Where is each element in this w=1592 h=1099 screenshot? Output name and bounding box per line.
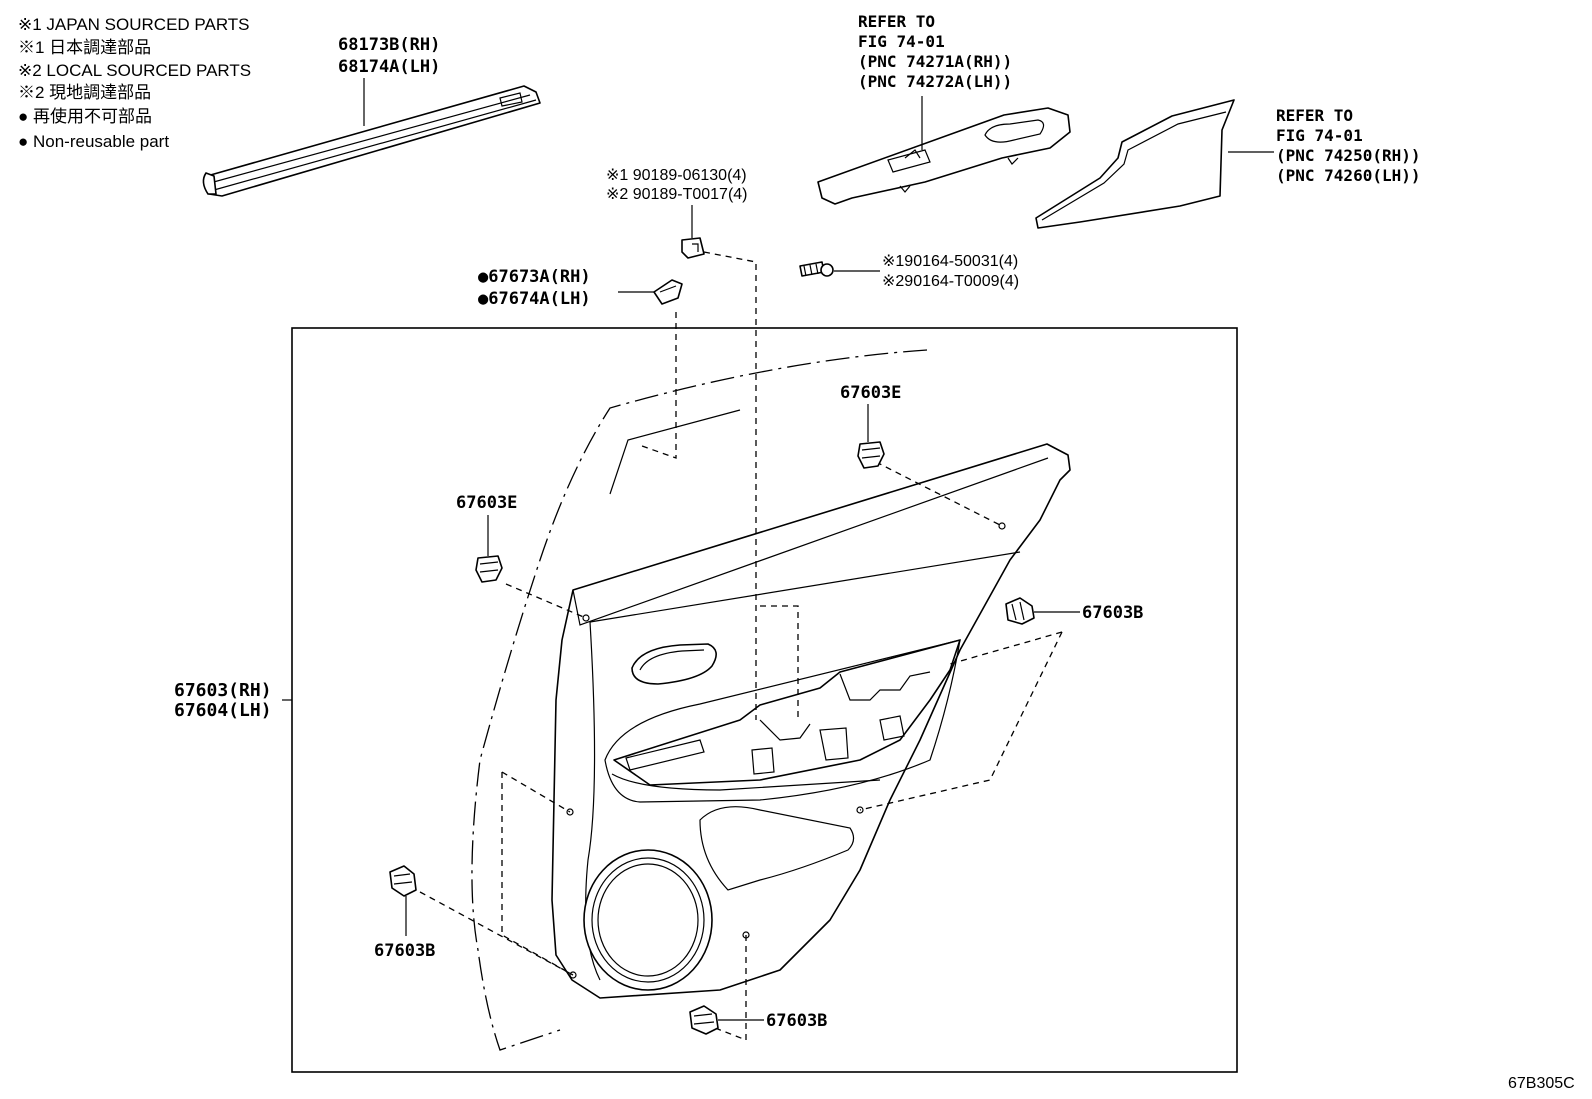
clip-67603b-left: 67603B: [374, 865, 435, 961]
clip-b-left-label: 67603B: [374, 941, 435, 961]
armrest-ref-fig: FIG 74-01: [1276, 126, 1363, 145]
screw-part: ※190164-50031(4) ※290164-T0009(4): [799, 253, 1019, 290]
switch-ref-rh: (PNC 74271A(RH)): [858, 52, 1012, 71]
weatherstrip-lh-label: 68174A(LH): [338, 57, 440, 77]
legend-line-nonreusable-jp: ● 再使用不可部品: [18, 106, 152, 126]
door-phantom-outline: [471, 349, 928, 1051]
clip-b-bottom-label: 67603B: [766, 1011, 827, 1031]
cover-part: ●67673A(RH) ●67674A(LH): [478, 267, 683, 309]
panel-lh-label: 67604(LH): [174, 700, 272, 721]
assembly-dashed-lines: [419, 251, 1063, 1041]
screw-label-1: ※190164-50031(4): [882, 253, 1018, 270]
legend-line-nonreusable-en: ● Non-reusable part: [18, 132, 169, 151]
figure-code: 67B305C: [1508, 1075, 1575, 1092]
weatherstrip-part: 68173B(RH) 68174A(LH): [202, 35, 541, 197]
clip-67603b-right: 67603B: [1005, 597, 1143, 625]
screw-label-2: ※290164-T0009(4): [882, 273, 1019, 290]
clip-67603e-left: 67603E: [456, 493, 517, 583]
clip-67603e-top: 67603E: [840, 383, 901, 469]
nut-label-2: ※2 90189-T0017(4): [606, 186, 748, 203]
armrest-ref-lh: (PNC 74260(LH)): [1276, 166, 1421, 185]
legend: ※1 JAPAN SOURCED PARTS ※1 日本調達部品 ※2 LOCA…: [18, 15, 251, 151]
clip-e-top-label: 67603E: [840, 383, 901, 403]
legend-line-japan-jp: ※1 日本調達部品: [18, 38, 151, 57]
switch-base-part: REFER TO FIG 74-01 (PNC 74271A(RH)) (PNC…: [817, 12, 1071, 205]
legend-line-local-en: ※2 LOCAL SOURCED PARTS: [18, 61, 251, 80]
clip-b-right-label: 67603B: [1082, 603, 1143, 623]
armrest-pad-part: REFER TO FIG 74-01 (PNC 74250(RH)) (PNC …: [1035, 99, 1421, 229]
switch-ref-title: REFER TO: [858, 12, 935, 31]
weatherstrip-rh-label: 68173B(RH): [338, 35, 440, 55]
legend-line-japan-en: ※1 JAPAN SOURCED PARTS: [18, 15, 250, 34]
panel-callout: 67603(RH) 67604(LH): [174, 680, 292, 721]
legend-line-local-jp: ※2 現地調達部品: [18, 83, 151, 102]
armrest-ref-title: REFER TO: [1276, 106, 1353, 125]
cover-rh-label: ●67673A(RH): [478, 267, 591, 287]
nut-label-1: ※1 90189-06130(4): [606, 167, 747, 184]
door-trim-board: [551, 443, 1071, 999]
cover-lh-label: ●67674A(LH): [478, 289, 591, 309]
clip-e-left-label: 67603E: [456, 493, 517, 513]
armrest-ref-rh: (PNC 74250(RH)): [1276, 146, 1421, 165]
nut-part: ※1 90189-06130(4) ※2 90189-T0017(4): [606, 167, 748, 259]
panel-rh-label: 67603(RH): [174, 680, 272, 701]
switch-ref-lh: (PNC 74272A(LH)): [858, 72, 1012, 91]
clip-67603b-bottom: 67603B: [689, 1005, 827, 1035]
switch-ref-fig: FIG 74-01: [858, 32, 945, 51]
